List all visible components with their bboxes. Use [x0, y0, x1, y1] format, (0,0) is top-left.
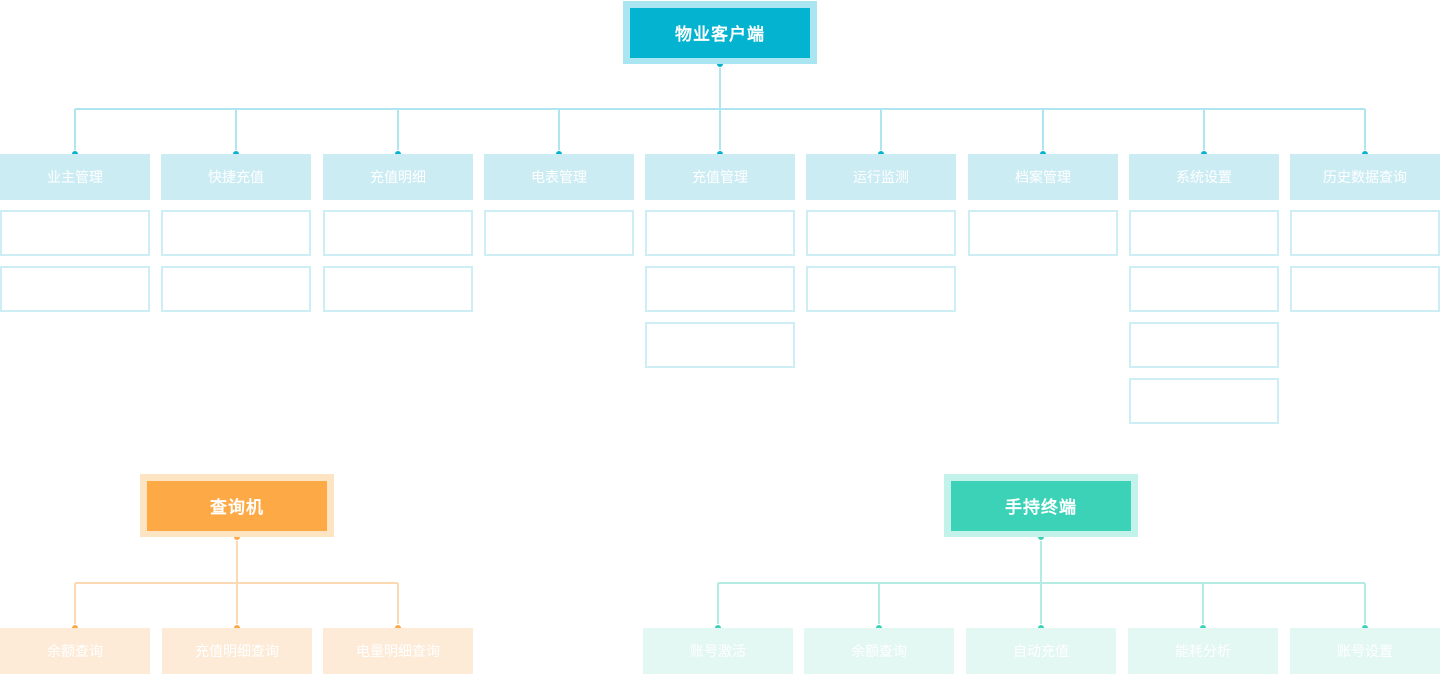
handheld-category: 自动充值 [966, 628, 1116, 674]
property-client-category: 电表管理 [484, 154, 634, 200]
property-client-sub-box [1129, 266, 1279, 312]
root-node-kiosk: 查询机 [140, 474, 334, 537]
property-client-sub-box [323, 266, 473, 312]
root-node-property-client: 物业客户端 [623, 1, 817, 64]
property-client-sub-box [323, 210, 473, 256]
property-client-sub-box [1290, 266, 1440, 312]
root-node-property-client-inner: 物业客户端 [630, 7, 810, 58]
property-client-sub-box [161, 210, 311, 256]
property-client-sub-box [645, 322, 795, 368]
handheld-category: 余额查询 [804, 628, 954, 674]
kiosk-category: 余额查询 [0, 628, 150, 674]
property-client-sub-box [0, 266, 150, 312]
property-client-sub-box [645, 266, 795, 312]
property-client-category: 充值管理 [645, 154, 795, 200]
property-client-sub-box [1290, 210, 1440, 256]
kiosk-category: 电量明细查询 [323, 628, 473, 674]
property-client-category: 档案管理 [968, 154, 1118, 200]
property-client-sub-box [806, 210, 956, 256]
root-node-handheld-inner: 手持终端 [951, 480, 1131, 531]
property-client-category: 运行监测 [806, 154, 956, 200]
property-client-sub-box [161, 266, 311, 312]
property-client-category: 快捷充值 [161, 154, 311, 200]
root-node-kiosk-inner: 查询机 [147, 480, 327, 531]
root-node-handheld: 手持终端 [944, 474, 1138, 537]
handheld-category: 能耗分析 [1128, 628, 1278, 674]
property-client-category: 业主管理 [0, 154, 150, 200]
property-client-category: 历史数据查询 [1290, 154, 1440, 200]
property-client-sub-box [806, 266, 956, 312]
property-client-sub-box [968, 210, 1118, 256]
kiosk-category: 充值明细查询 [162, 628, 312, 674]
handheld-category: 账号激活 [643, 628, 793, 674]
property-client-sub-box [1129, 322, 1279, 368]
property-client-sub-box [1129, 378, 1279, 424]
property-client-sub-box [645, 210, 795, 256]
property-client-category: 充值明细 [323, 154, 473, 200]
property-client-sub-box [0, 210, 150, 256]
property-client-category: 系统设置 [1129, 154, 1279, 200]
handheld-category: 账号设置 [1290, 628, 1440, 674]
property-client-sub-box [1129, 210, 1279, 256]
property-client-sub-box [484, 210, 634, 256]
